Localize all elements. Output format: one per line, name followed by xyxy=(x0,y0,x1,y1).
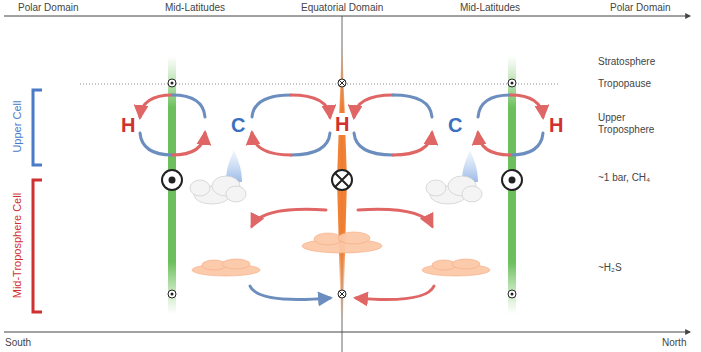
flow-arrow xyxy=(252,95,291,117)
flow-arrow xyxy=(252,133,291,155)
axis-label: Mid-Latitudes xyxy=(165,2,225,14)
axis-label: ~H₂S xyxy=(598,262,622,274)
axis-label: North xyxy=(662,337,686,349)
flow-arrow xyxy=(511,95,544,117)
flow-arrow xyxy=(291,133,330,155)
axis-label: ~1 bar, CH₄ xyxy=(598,172,650,184)
flow-arrow xyxy=(291,95,330,117)
cell-label: Upper Cell xyxy=(11,101,24,153)
flow-arrow xyxy=(358,209,432,226)
flow-arrow xyxy=(393,133,432,155)
axis-label: Polar Domain xyxy=(18,2,79,14)
flow-arrow xyxy=(511,133,544,155)
flow-arrow xyxy=(140,95,173,117)
axis-label: Polar Domain xyxy=(610,2,671,14)
axis-label: Equatorial Domain xyxy=(301,2,383,14)
flow-arrow xyxy=(354,95,393,117)
cell-label: Mid-Troposphere Cell xyxy=(11,193,24,298)
flow-arrow xyxy=(173,133,206,155)
axis-label: Stratosphere xyxy=(598,56,655,68)
axis-label: South xyxy=(5,337,31,349)
pressure-letter: H xyxy=(121,113,135,137)
flow-arrow xyxy=(478,95,511,117)
flow-arrow xyxy=(252,209,326,226)
pressure-letter: H xyxy=(333,113,351,135)
pressure-letter: H xyxy=(549,113,563,137)
axis-label: Upper Troposphere xyxy=(598,112,668,136)
flow-arrow xyxy=(173,95,206,117)
pressure-letter: C xyxy=(231,113,245,137)
pressure-letter: C xyxy=(448,113,462,137)
flow-arrow xyxy=(250,286,330,300)
flow-arrow xyxy=(478,133,511,155)
axis-label: Mid-Latitudes xyxy=(460,2,520,14)
axis-label: Tropopause xyxy=(598,78,651,90)
flow-arrow xyxy=(393,95,432,117)
flow-arrow xyxy=(140,133,173,155)
flow-arrow xyxy=(354,133,393,155)
flow-arrow xyxy=(356,286,434,300)
